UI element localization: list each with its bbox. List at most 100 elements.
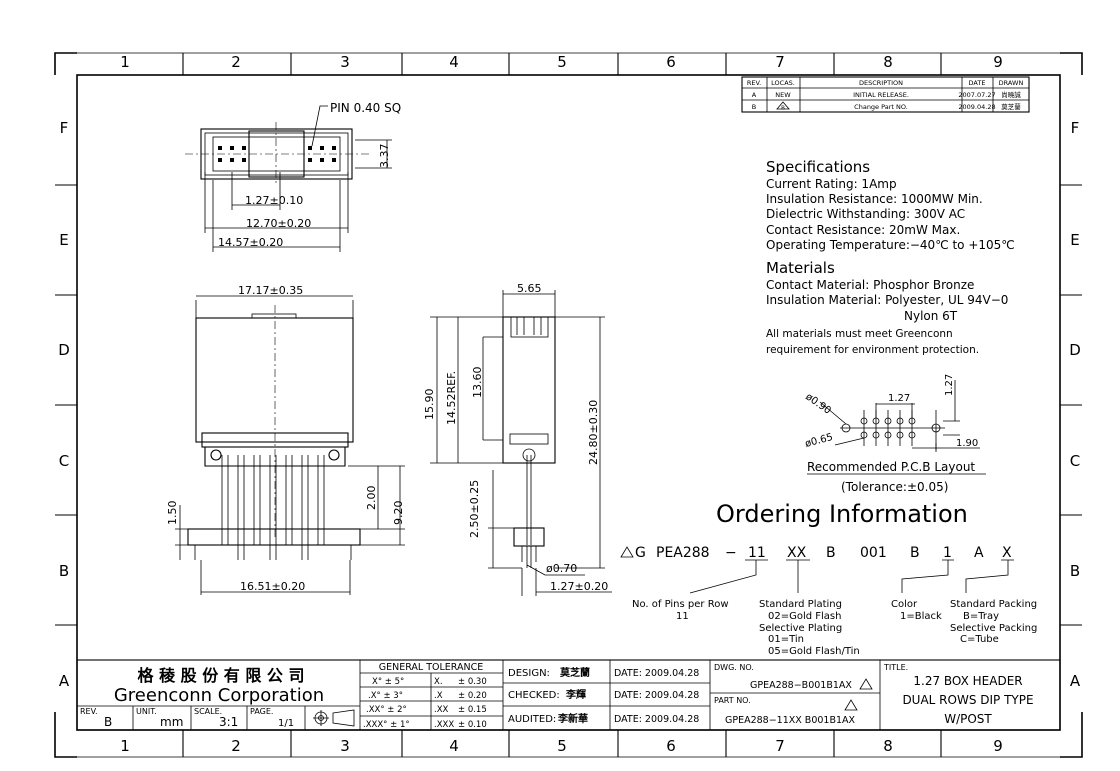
- front-standoff-dim: 1.50: [166, 501, 179, 526]
- rev-b-drawn: 莫芝蘭: [1001, 102, 1021, 111]
- tol-dec-3: .XXX: [434, 720, 454, 730]
- tolerance-title: GENERAL TOLERANCE: [379, 662, 484, 673]
- zone-row-A: A: [59, 672, 70, 690]
- spec-contact-resistance: Contact Resistance: 20mW Max.: [766, 223, 960, 237]
- top-height-dim: 3.37: [378, 144, 391, 169]
- design-date: DATE: 2009.04.28: [614, 668, 699, 679]
- zone-row-E-right: E: [1070, 231, 1079, 249]
- note-packing-tube: C=Tube: [960, 634, 999, 645]
- pcb-layout-title: Recommended P.C.B Layout: [807, 460, 975, 474]
- ordering-code-packing: X: [1002, 545, 1012, 561]
- scale-label: SCALE.: [194, 707, 222, 716]
- rev-b-description: Change Part NO.: [854, 103, 908, 111]
- dwg-no-value: GPEA288−B001B1AX: [750, 680, 852, 691]
- zone-row-B-right: B: [1070, 562, 1080, 580]
- ordering-code-prefix: G: [635, 545, 646, 561]
- audited-date: DATE: 2009.04.28: [614, 714, 699, 725]
- spec-operating-temperature: Operating Temperature:−40℃ to +105℃: [766, 238, 1015, 252]
- audited-name: 李新華: [557, 712, 588, 725]
- zone-col-2: 2: [231, 53, 241, 71]
- revision-table: REV. LOCAS. DESCRIPTION DATE DRAWN A NEW…: [741, 76, 1030, 113]
- note-pins-value: 11: [676, 611, 689, 622]
- note-plating-tin: 01=Tin: [768, 634, 804, 645]
- pcb-layout: ø0.90 ø0.65 1.27 1.27 1.90 Recommended P…: [803, 374, 986, 494]
- rev-b-date: 2009.04.28: [958, 103, 995, 111]
- ordering-code-001: 001: [860, 545, 887, 561]
- zone-row-F: F: [60, 119, 69, 137]
- zone-col-4: 4: [449, 53, 459, 71]
- rev-a-rev: A: [752, 91, 757, 99]
- material-nylon: Nylon 6T: [904, 309, 958, 323]
- tol-val-2: ± 0.15: [458, 705, 487, 715]
- title-label: TITLE.: [883, 663, 908, 672]
- zone-row-C: C: [59, 452, 69, 470]
- pcb-tolerance: (Tolerance:±0.05): [841, 480, 948, 494]
- title-block: 格 稜 股 份 有 限 公 司 Greenconn Corporation RE…: [76, 659, 1061, 731]
- zone-col-9-bottom: 9: [993, 737, 1003, 755]
- side-tail-dim: 2.50±0.25: [468, 480, 481, 538]
- zone-row-labels-right: F E D C B A: [1069, 119, 1081, 690]
- ordering-code-pins: 11: [748, 545, 766, 561]
- front-post-dim: 2.00: [365, 486, 378, 511]
- material-note-1: All materials must meet Greenconn: [766, 328, 953, 340]
- material-contact: Contact Material: Phosphor Bronze: [766, 278, 974, 292]
- zone-row-A-right: A: [1070, 672, 1081, 690]
- pcb-hole-small-dim: ø0.65: [804, 432, 834, 450]
- ordering-code-b2: B: [910, 545, 920, 561]
- note-packing-tray: B=Tray: [963, 611, 999, 622]
- ordering-code-dash: −: [725, 545, 737, 561]
- note-color-label: Color: [891, 599, 918, 610]
- scale-value: 3:1: [219, 715, 238, 729]
- tol-dec-1: .X: [434, 691, 443, 701]
- zone-column-labels-top: 1 2 3 4 5 6 7 8 9: [120, 53, 1003, 71]
- note-plating-standard: Standard Plating: [759, 599, 842, 610]
- side-view: 5.65 15.90 14.52REF. 13.60 24.80±0.30 2.…: [423, 282, 612, 596]
- spec-insulation-resistance: Insulation Resistance: 1000MW Min.: [766, 192, 983, 206]
- spec-dielectric: Dielectric Withstanding: 300V AC: [766, 207, 965, 221]
- front-pin-span-dim: 16.51±0.20: [240, 580, 305, 593]
- ordering-triangle-icon: [620, 546, 634, 558]
- side-total-length-dim: 24.80±0.30: [587, 400, 600, 465]
- rev-a-description: INITIAL RELEASE.: [853, 91, 909, 99]
- zone-col-9: 9: [993, 53, 1003, 71]
- zone-col-1: 1: [120, 53, 130, 71]
- rev-triangle-icon: [776, 101, 790, 110]
- zone-column-labels-bottom: 1 2 3 4 5 6 7 8 9: [120, 737, 1003, 755]
- pcb-pitch-y-dim: 1.27: [944, 374, 955, 396]
- note-packing-standard: Standard Packing: [950, 599, 1037, 610]
- top-pitch-dim: 1.27±0.10: [245, 194, 303, 207]
- zone-col-7-bottom: 7: [775, 737, 785, 755]
- page-value: 1/1: [278, 718, 294, 729]
- side-ref-dim: 14.52REF.: [445, 371, 458, 425]
- spec-current-rating: Current Rating: 1Amp: [766, 177, 897, 191]
- tol-dec-2: .XX: [434, 705, 449, 715]
- zone-row-D: D: [58, 341, 70, 359]
- title-line-2: DUAL ROWS DIP TYPE: [902, 693, 1033, 707]
- tol-angle-0: X° ± 5°: [372, 677, 404, 687]
- tol-angle-2: .XX° ± 2°: [366, 705, 407, 715]
- front-width-dim: 17.17±0.35: [238, 284, 303, 297]
- tol-angle-1: .X° ± 3°: [368, 691, 403, 701]
- top-view: PIN 0.40 SQ 1.27±0.10 12.70±0.20 14.57±0…: [185, 101, 401, 252]
- material-note-2: requirement for environment protection.: [766, 344, 979, 356]
- zone-col-8-bottom: 8: [883, 737, 893, 755]
- front-pin-length-dim: 9.20: [392, 501, 405, 526]
- zone-col-1-bottom: 1: [120, 737, 130, 755]
- ordering-information: Ordering Information G PEA288 − 11 XX B …: [620, 500, 1037, 657]
- note-plating-gold-tin: 05=Gold Flash/Tin: [768, 646, 860, 657]
- specifications-block: Specifications Current Rating: 1Amp Insu…: [766, 158, 1015, 356]
- side-width-dim: 5.65: [517, 282, 542, 295]
- rev-value: B: [104, 715, 112, 729]
- tol-val-0: ± 0.30: [458, 677, 487, 687]
- side-inner-dim: 13.60: [471, 367, 484, 399]
- tol-val-3: ± 0.10: [458, 720, 487, 730]
- checked-date: DATE: 2009.04.28: [614, 690, 699, 701]
- zone-col-2-bottom: 2: [231, 737, 241, 755]
- rev-header-locas: LOCAS.: [771, 79, 795, 87]
- title-line-1: 1.27 BOX HEADER: [913, 674, 1022, 688]
- rev-b-rev: B: [752, 103, 756, 111]
- zone-col-5: 5: [557, 53, 567, 71]
- zone-col-7: 7: [775, 53, 785, 71]
- zone-row-labels-left: F E D C B A: [58, 119, 70, 690]
